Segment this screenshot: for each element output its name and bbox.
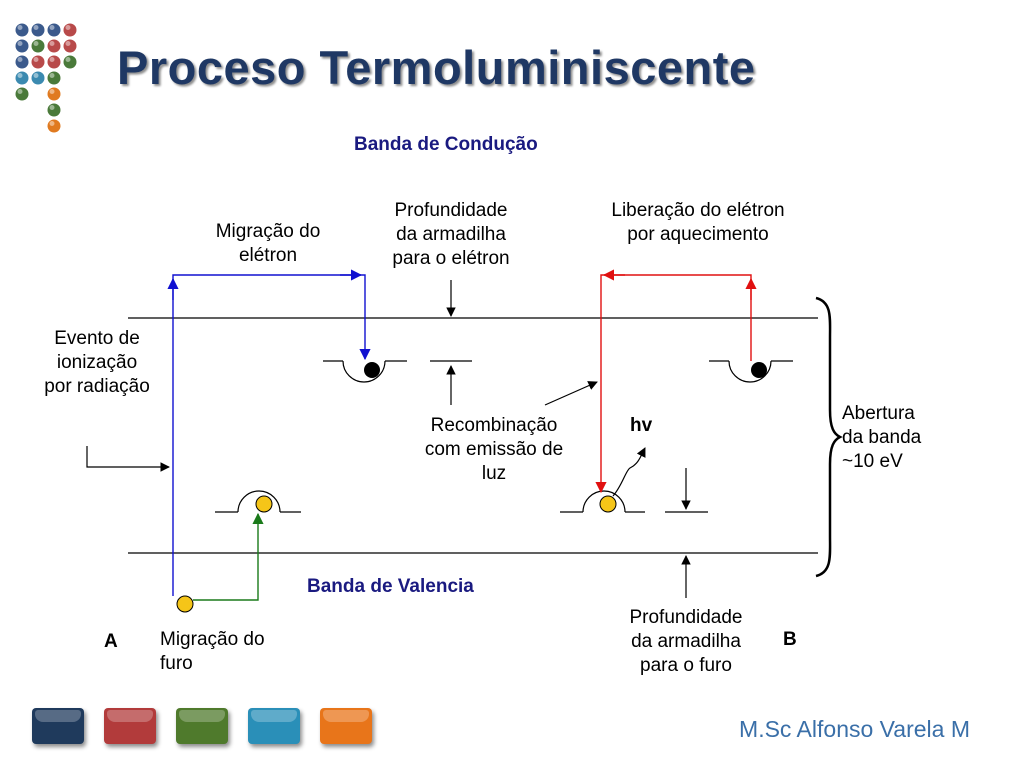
logo-dot xyxy=(47,103,61,117)
logo-dot xyxy=(63,39,77,53)
logo-dot xyxy=(31,71,45,85)
trapped-hole-left xyxy=(255,495,273,513)
logo-dot-highlight xyxy=(17,41,23,46)
logo-dot xyxy=(47,23,61,37)
nav-button-dark-blue[interactable] xyxy=(32,708,84,744)
recombination-label: Recombinação com emissão de luz xyxy=(424,415,564,484)
logo-dot xyxy=(63,23,77,37)
nav-button-green[interactable] xyxy=(176,708,228,744)
logo-dot-highlight xyxy=(49,25,55,30)
trapped-hole-right xyxy=(599,495,617,513)
valence-band-label: Banda de Valencia xyxy=(307,576,474,597)
nav-button-cyan[interactable] xyxy=(248,708,300,744)
logo-dots xyxy=(15,23,77,133)
author-footer: M.Sc Alfonso Varela M xyxy=(739,716,970,742)
logo-dot xyxy=(47,39,61,53)
logo-dot xyxy=(15,55,29,69)
logo-dot xyxy=(63,55,77,69)
logo-dot-highlight xyxy=(49,41,55,46)
free-hole xyxy=(176,595,194,613)
hole-migration-path xyxy=(193,512,264,601)
electron-trap-left xyxy=(323,360,407,383)
logo-dot xyxy=(15,71,29,85)
logo-dot xyxy=(31,23,45,37)
recombination-arrow-diag xyxy=(544,381,598,406)
logo-dot xyxy=(15,23,29,37)
electron-release-path xyxy=(595,274,752,494)
logo-dot-highlight xyxy=(49,89,55,94)
logo-dot-highlight xyxy=(49,73,55,78)
logo-dot xyxy=(31,55,45,69)
logo-dot-highlight xyxy=(49,57,55,62)
band-gap-brace xyxy=(815,296,843,578)
logo-dot-highlight xyxy=(49,121,55,126)
logo-dot-highlight xyxy=(17,25,23,30)
logo xyxy=(14,22,84,140)
logo-dot-highlight xyxy=(17,57,23,62)
logo-dot-highlight xyxy=(49,105,55,110)
logo-dot xyxy=(31,39,45,53)
nav-button-orange[interactable] xyxy=(320,708,372,744)
logo-dot-highlight xyxy=(33,41,39,46)
hole-migration-label: Migração do furo xyxy=(160,629,265,674)
logo-dot-highlight xyxy=(17,89,23,94)
band-gap-label: Abertura da banda ~10 eV xyxy=(842,403,922,472)
logo-dot-highlight xyxy=(33,57,39,62)
logo-dot xyxy=(47,119,61,133)
electron-migration-label: Migração do elétron xyxy=(215,221,321,266)
logo-dot xyxy=(15,39,29,53)
hole-trap-left xyxy=(215,490,301,513)
conduction-band-label: Banda de Condução xyxy=(354,134,538,155)
electron-trap-depth-label: Profundidade da armadilha para o elétron xyxy=(392,200,510,269)
photon-arrow xyxy=(612,447,646,497)
logo-dot-highlight xyxy=(33,73,39,78)
electron-release-label: Liberação do elétron por aquecimento xyxy=(611,200,785,245)
logo-dot-highlight xyxy=(33,25,39,30)
nav-button-red[interactable] xyxy=(104,708,156,744)
trapped-electron-right xyxy=(751,362,767,378)
hole-trap-depth-label: Profundidade da armadilha para o furo xyxy=(629,607,743,676)
slide-title: Proceso Termoluminiscente xyxy=(117,41,756,94)
logo-dot xyxy=(15,87,29,101)
logo-dot-highlight xyxy=(65,25,71,30)
electron-migration-path xyxy=(172,274,371,596)
electron-trap-right xyxy=(709,360,793,383)
marker-a: A xyxy=(104,631,118,652)
trapped-electron-left xyxy=(364,362,380,378)
logo-dot xyxy=(47,55,61,69)
photon-label: hv xyxy=(630,415,653,436)
logo-dot xyxy=(47,87,61,101)
ionization-arrow xyxy=(86,446,170,472)
logo-dot-highlight xyxy=(65,57,71,62)
ionization-event-label: Evento de ionização por radiação xyxy=(44,328,150,397)
logo-dot xyxy=(47,71,61,85)
logo-dot-highlight xyxy=(65,41,71,46)
logo-dot-highlight xyxy=(17,73,23,78)
marker-b: B xyxy=(783,629,797,650)
